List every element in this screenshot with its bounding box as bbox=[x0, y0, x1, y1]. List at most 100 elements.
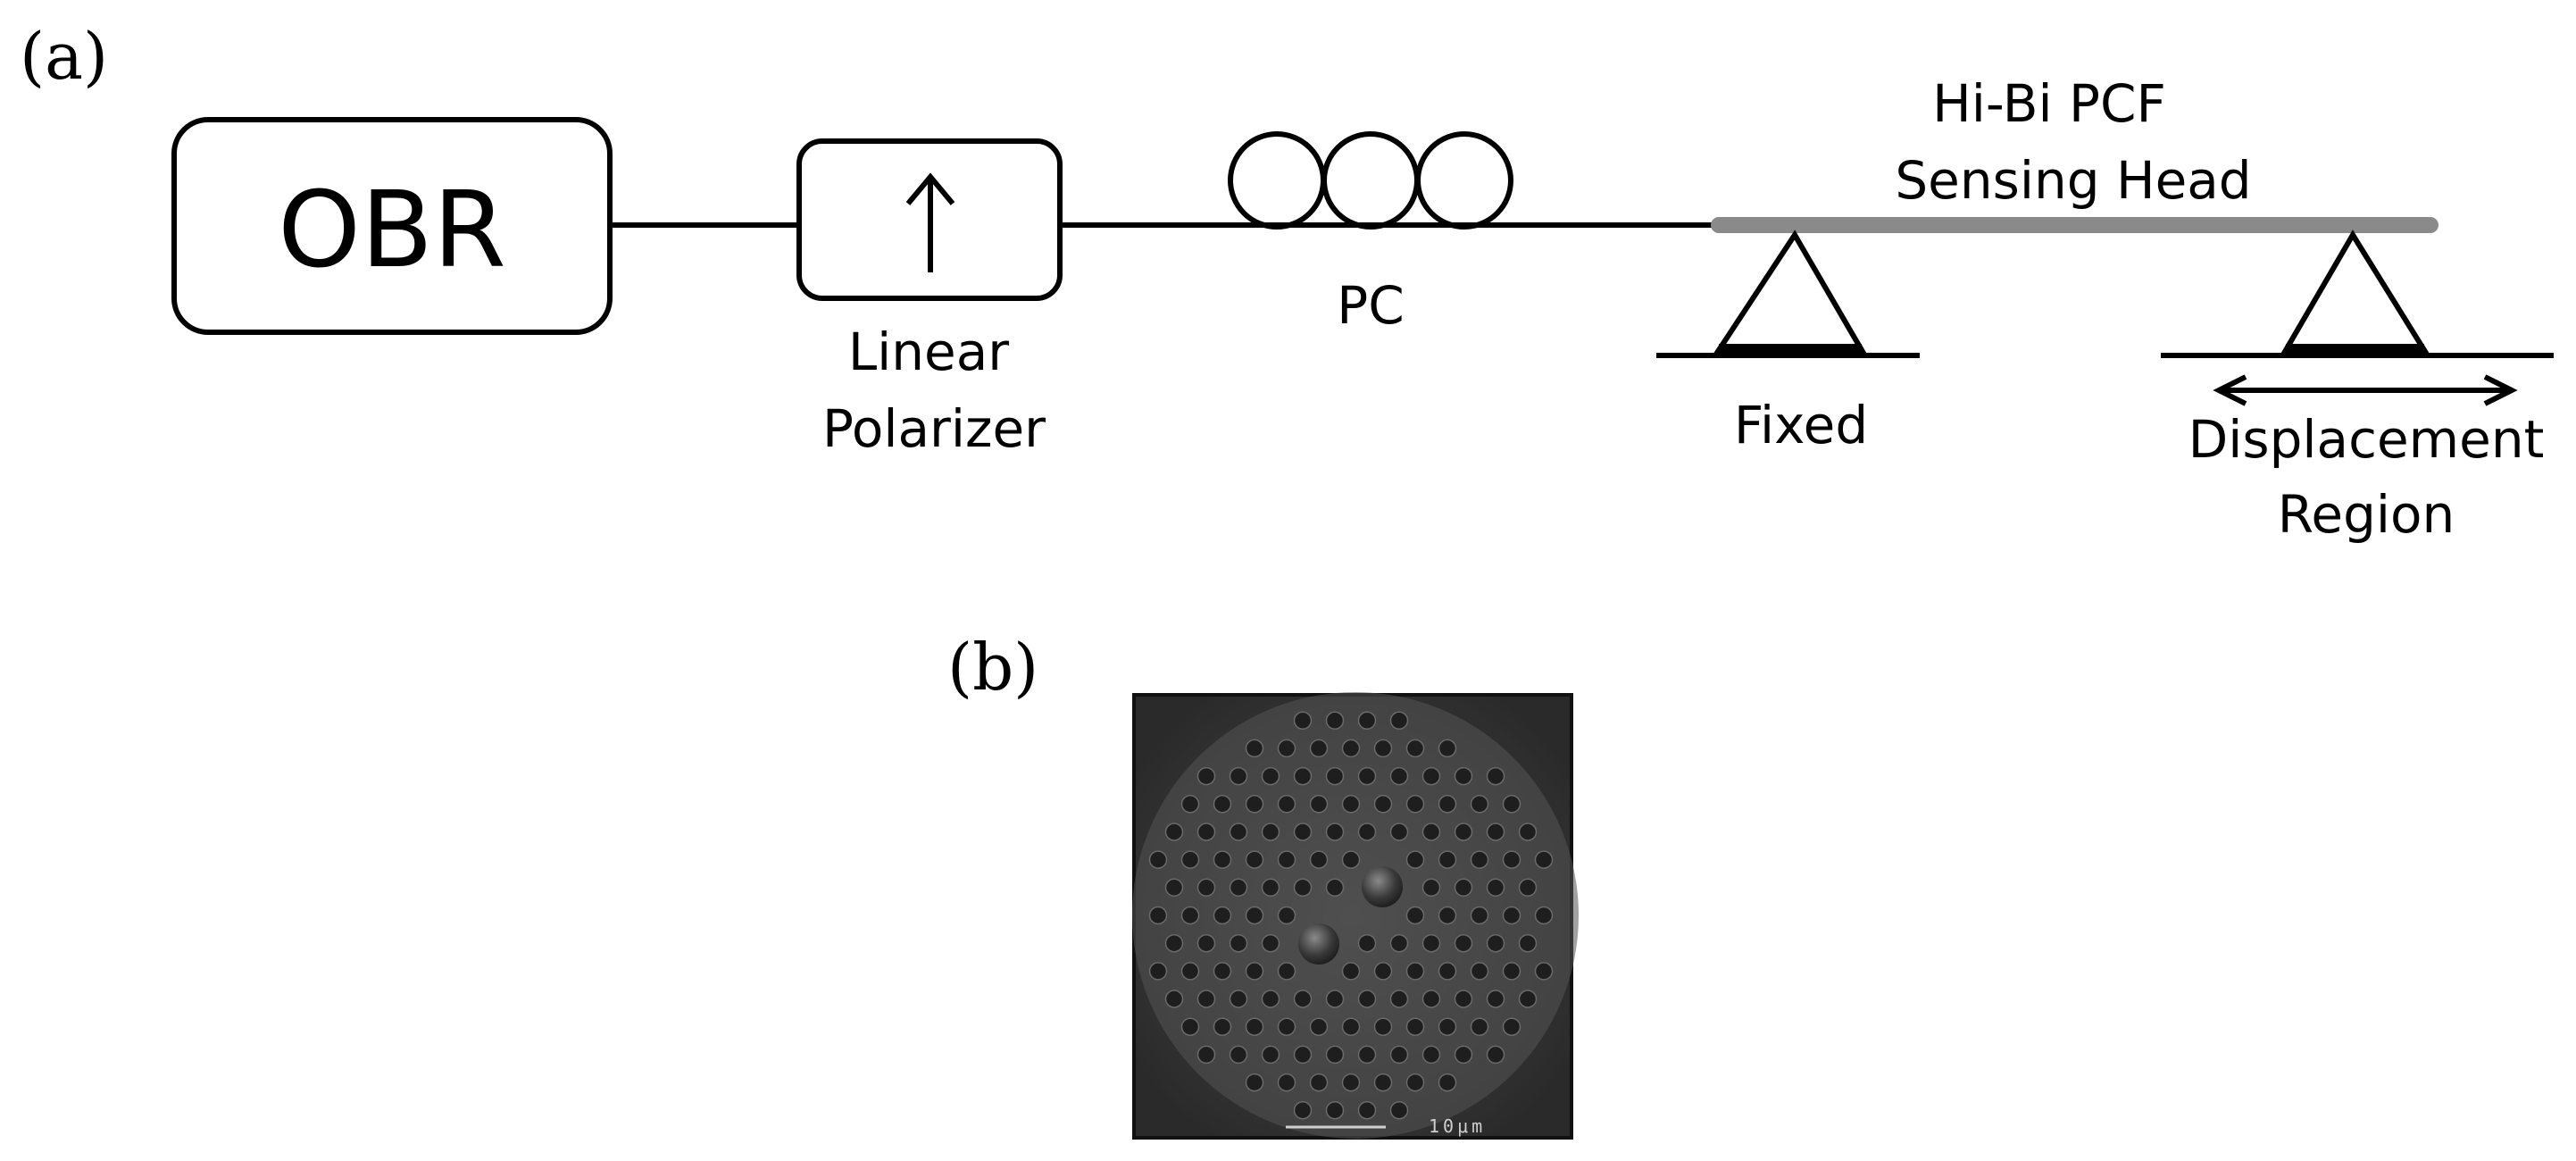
large-air-hole bbox=[1362, 866, 1403, 907]
air-hole bbox=[1341, 1073, 1361, 1092]
air-hole bbox=[1454, 990, 1473, 1008]
obr-label: OBR bbox=[278, 168, 506, 291]
air-hole bbox=[1277, 906, 1296, 925]
air-hole bbox=[1229, 878, 1248, 898]
pcf-sensing-head: Hi-Bi PCF Sensing Head bbox=[1711, 73, 2438, 233]
air-hole bbox=[1405, 906, 1425, 925]
air-hole bbox=[1470, 795, 1489, 814]
air-hole bbox=[1164, 878, 1184, 898]
air-hole bbox=[1486, 878, 1505, 898]
air-hole bbox=[1229, 990, 1248, 1008]
air-hole bbox=[1470, 1017, 1489, 1036]
air-hole bbox=[1196, 990, 1216, 1008]
air-hole bbox=[1148, 850, 1168, 869]
air-hole bbox=[1438, 795, 1457, 814]
polarizer-label-line1: Linear bbox=[848, 322, 1009, 382]
air-hole bbox=[1277, 962, 1296, 981]
scale-bar-label: 10μm bbox=[1429, 1115, 1486, 1137]
air-hole bbox=[1309, 1017, 1329, 1036]
air-hole bbox=[1309, 739, 1329, 758]
pcf-label-line1: Hi-Bi PCF bbox=[1932, 73, 2166, 134]
air-hole bbox=[1454, 878, 1473, 898]
air-hole bbox=[1325, 823, 1345, 841]
air-hole bbox=[1229, 766, 1248, 786]
air-hole bbox=[1534, 850, 1554, 869]
air-hole bbox=[1213, 1017, 1232, 1036]
fiber-cladding bbox=[1132, 692, 1579, 1139]
air-hole bbox=[1325, 990, 1345, 1008]
air-hole bbox=[1341, 795, 1361, 814]
air-hole bbox=[1421, 878, 1441, 898]
air-hole bbox=[1325, 878, 1345, 898]
air-hole bbox=[1196, 878, 1216, 898]
air-hole bbox=[1486, 823, 1505, 841]
air-hole bbox=[1277, 850, 1296, 869]
air-hole bbox=[1405, 850, 1425, 869]
air-hole bbox=[1325, 711, 1345, 731]
air-hole bbox=[1261, 933, 1280, 953]
air-hole bbox=[1389, 1045, 1409, 1065]
panel-b-label: (b) bbox=[947, 630, 1038, 705]
air-hole bbox=[1293, 711, 1313, 731]
air-hole bbox=[1293, 1045, 1313, 1065]
air-hole bbox=[1196, 1045, 1216, 1065]
air-hole bbox=[1180, 906, 1200, 925]
air-hole bbox=[1325, 1045, 1345, 1065]
air-hole bbox=[1438, 1017, 1457, 1036]
pcf-label-line2: Sensing Head bbox=[1895, 150, 2251, 211]
air-hole bbox=[1405, 795, 1425, 814]
air-hole bbox=[1277, 739, 1296, 758]
pcf-micrograph: 10μm bbox=[1132, 692, 1579, 1140]
air-hole bbox=[1421, 990, 1441, 1008]
air-hole bbox=[1502, 962, 1521, 981]
air-hole bbox=[1180, 1017, 1200, 1036]
air-hole bbox=[1293, 766, 1313, 786]
air-hole bbox=[1261, 1045, 1280, 1065]
air-hole bbox=[1438, 850, 1457, 869]
air-hole bbox=[1454, 766, 1473, 786]
air-hole bbox=[1180, 962, 1200, 981]
air-hole bbox=[1486, 933, 1505, 953]
air-hole bbox=[1421, 823, 1441, 841]
air-hole bbox=[1229, 933, 1248, 953]
air-hole bbox=[1213, 795, 1232, 814]
air-hole bbox=[1454, 823, 1473, 841]
air-hole bbox=[1405, 962, 1425, 981]
air-hole bbox=[1421, 1045, 1441, 1065]
polarizer-label-line2: Polarizer bbox=[822, 398, 1046, 459]
air-hole bbox=[1518, 823, 1538, 841]
air-hole bbox=[1293, 1100, 1313, 1120]
air-hole bbox=[1438, 739, 1457, 758]
pc-loop bbox=[1228, 131, 1326, 230]
air-hole bbox=[1245, 795, 1264, 814]
linear-polarizer: Linear Polarizer bbox=[796, 138, 1063, 459]
air-hole bbox=[1421, 766, 1441, 786]
air-hole bbox=[1357, 990, 1377, 1008]
pc-loop bbox=[1321, 131, 1420, 230]
air-hole bbox=[1389, 711, 1409, 731]
air-hole bbox=[1293, 990, 1313, 1008]
air-hole bbox=[1518, 990, 1538, 1008]
air-hole bbox=[1196, 766, 1216, 786]
displacement-support: Displacement Region bbox=[2161, 230, 2554, 545]
air-hole bbox=[1245, 1073, 1264, 1092]
air-hole bbox=[1373, 739, 1393, 758]
air-hole bbox=[1534, 906, 1554, 925]
air-hole bbox=[1309, 795, 1329, 814]
air-hole bbox=[1245, 739, 1264, 758]
air-hole bbox=[1229, 1045, 1248, 1065]
air-hole bbox=[1245, 962, 1264, 981]
obr-block: OBR bbox=[171, 117, 613, 335]
air-hole bbox=[1438, 1073, 1457, 1092]
air-hole bbox=[1518, 933, 1538, 953]
air-hole bbox=[1373, 1017, 1393, 1036]
air-hole bbox=[1261, 990, 1280, 1008]
displacement-label-line2: Region bbox=[2278, 484, 2455, 545]
fixed-triangle bbox=[1713, 230, 1867, 353]
air-hole bbox=[1470, 906, 1489, 925]
air-hole bbox=[1341, 962, 1361, 981]
air-hole bbox=[1277, 1017, 1296, 1036]
large-air-hole bbox=[1298, 923, 1339, 965]
obr-box bbox=[171, 117, 613, 335]
